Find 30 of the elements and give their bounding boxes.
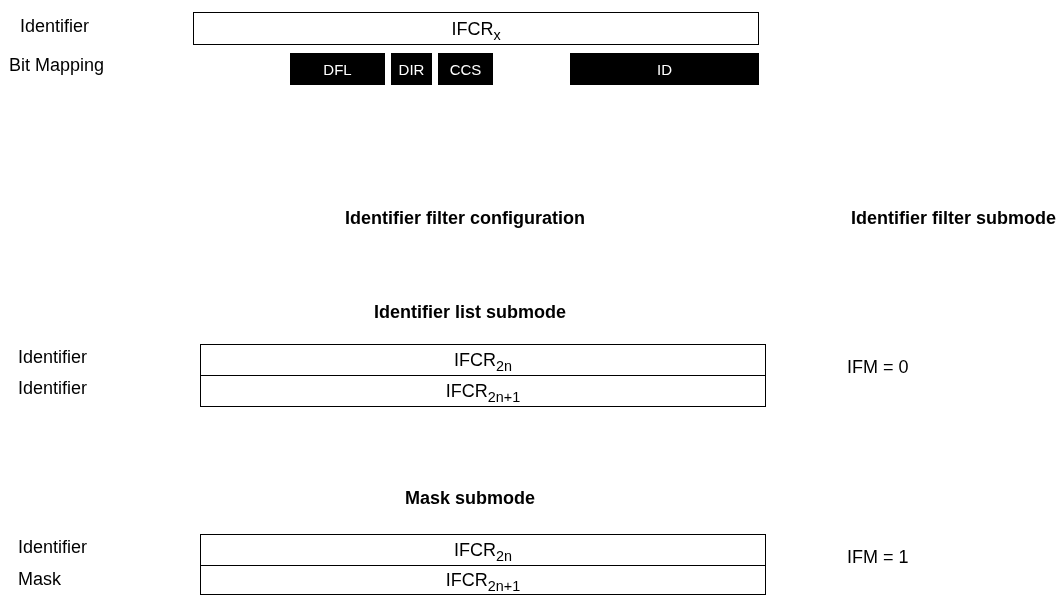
register-box [193,12,759,45]
row-label: Identifier [18,378,88,399]
section-heading: Identifier list submode [374,302,566,323]
register-name: IFCR$_{2n+1}$ [445,382,521,400]
register-name: IFCR$_{x}$ [451,19,501,38]
register-name: DFL [323,61,352,77]
bit-field-bar [391,53,432,85]
register-name: CCS [449,61,482,77]
bit-field-bar [570,53,759,85]
row-label: Bit Mapping [9,55,105,76]
bit-field-bar [290,53,385,85]
row-label: Mask [18,569,61,590]
mode-value: IFM = 0 [847,357,909,378]
register-box [200,375,766,407]
row-label: Identifier [20,16,90,37]
register-name: IFCR$_{2n}$ [454,351,512,369]
section-heading: Identifier filter submode [850,208,1056,229]
register-name: DIR [398,61,425,77]
row-label: Identifier [18,347,88,368]
register-name: IFCR$_{2n}$ [454,541,512,559]
register-box [200,344,766,376]
register-name: ID [657,61,672,77]
section-heading: Mask submode [405,488,535,509]
mode-value: IFM = 1 [847,547,909,568]
bit-field-bar [438,53,493,85]
section-heading: Identifier filter configuration [345,208,585,229]
register-box [200,534,766,566]
register-box [200,565,766,595]
register-name: IFCR$_{2n+1}$ [445,571,521,589]
row-label: Identifier [18,537,88,558]
